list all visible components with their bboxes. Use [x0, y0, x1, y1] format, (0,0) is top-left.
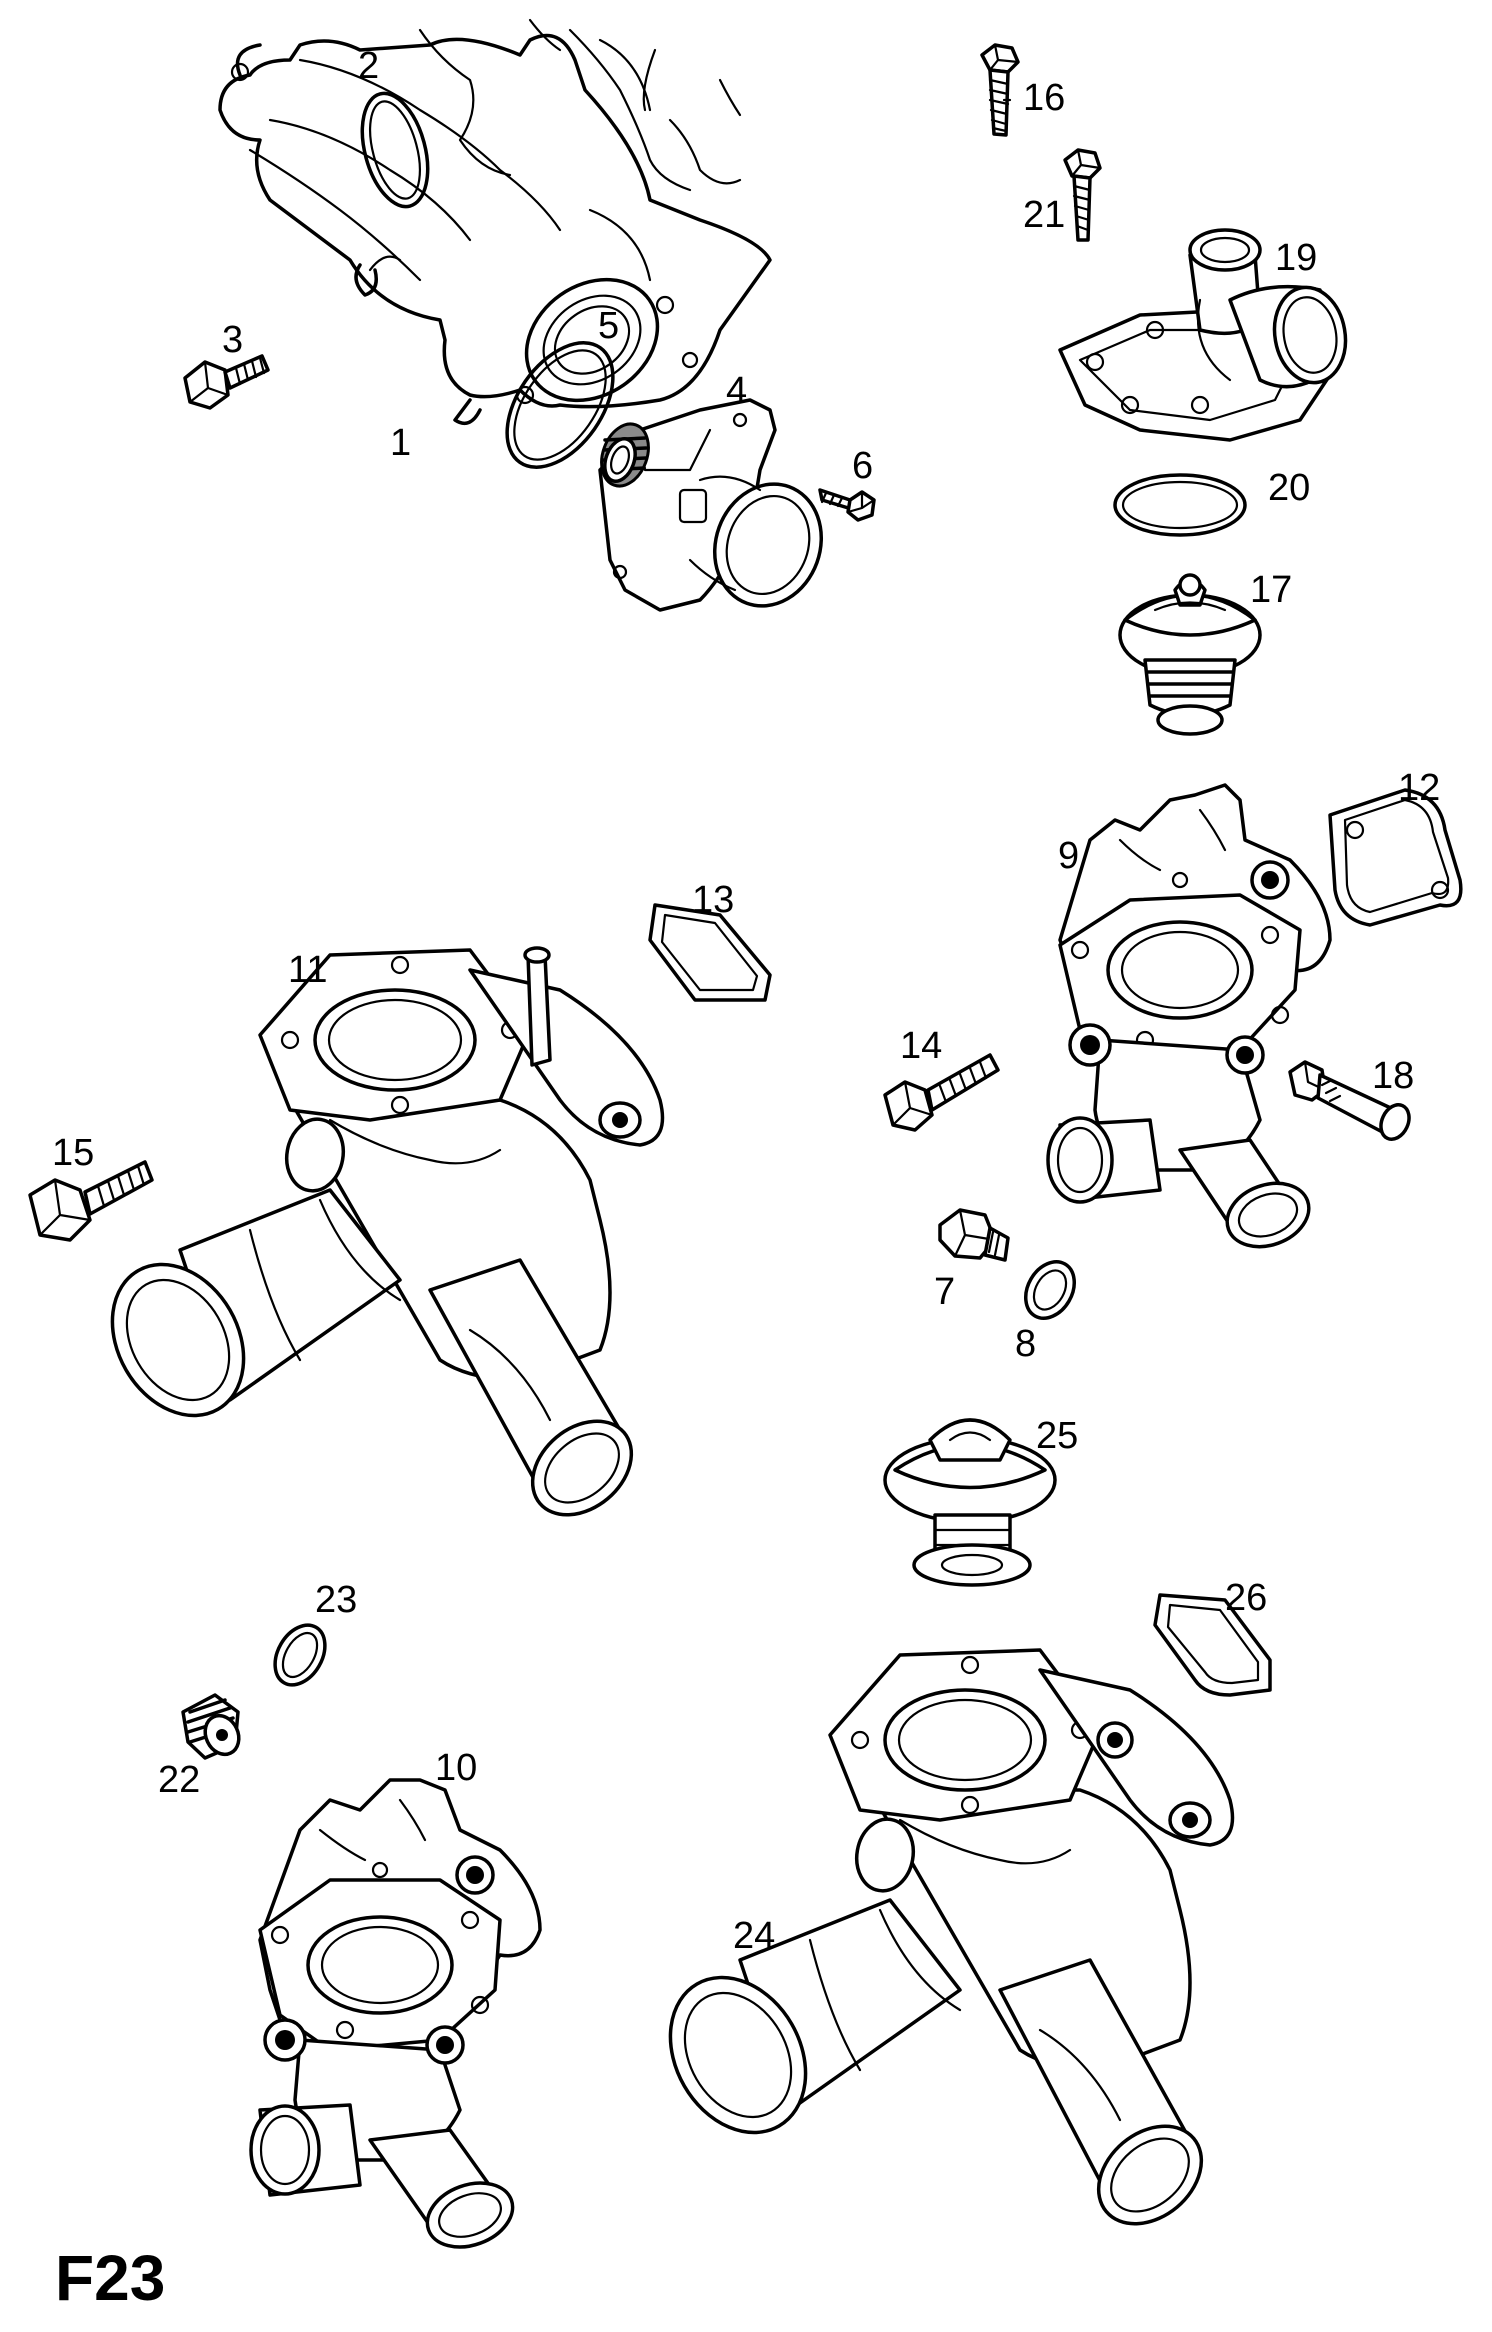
- part-12-gasket: [1328, 788, 1463, 927]
- callout-14: 14: [900, 1025, 942, 1067]
- callout-19: 19: [1275, 237, 1317, 279]
- part-15-bolt: [28, 1160, 154, 1242]
- callout-7: 7: [934, 1271, 955, 1313]
- part-24-thermostat-housing: [668, 1648, 1235, 2226]
- part-10-thermostat-housing: [249, 1778, 542, 2249]
- callout-8: 8: [1015, 1323, 1036, 1365]
- part-7-plug: [938, 1208, 1010, 1262]
- part-1-coolant-housing: [218, 33, 772, 426]
- engine-block-outline: [418, 18, 742, 192]
- callout-1: 1: [390, 422, 411, 464]
- callout-4: 4: [726, 370, 747, 412]
- part-8-washer: [1024, 1260, 1076, 1320]
- callout-16: 16: [1023, 77, 1065, 119]
- callout-10: 10: [435, 1747, 477, 1789]
- callout-21: 21: [1023, 194, 1065, 236]
- callout-13: 13: [692, 879, 734, 921]
- part-13-gasket: [648, 903, 772, 1002]
- part-17-thermostat: [1118, 573, 1262, 736]
- part-20-o-ring: [1113, 473, 1247, 537]
- part-2-o-ring: [360, 91, 430, 209]
- part-25-thermostat: [883, 1418, 1057, 1587]
- part-11-thermostat-housing: [110, 946, 665, 1517]
- callout-9: 9: [1058, 835, 1079, 877]
- callout-5: 5: [598, 305, 619, 347]
- figure-code: F23: [55, 2242, 165, 2314]
- callout-15: 15: [52, 1132, 94, 1174]
- part-26-gasket: [1153, 1593, 1272, 1697]
- part-22-threaded-plug: [181, 1693, 241, 1760]
- part-18-plug: [1288, 1060, 1411, 1141]
- part-4-thermostat-housing: [598, 398, 824, 612]
- part-19-outlet-cover: [1058, 228, 1348, 442]
- callout-6: 6: [852, 445, 873, 487]
- callout-17: 17: [1250, 569, 1292, 611]
- callout-11: 11: [288, 949, 327, 991]
- part-23-washer: [273, 1623, 327, 1687]
- callout-26: 26: [1225, 1577, 1267, 1619]
- callout-12: 12: [1398, 767, 1440, 809]
- callout-23: 23: [315, 1579, 357, 1621]
- callout-labels: 1 2 3 4 5 6 7 8 9 10 11 12 13 14 15 16 1…: [52, 45, 1440, 1957]
- part-21-bolt: [1063, 148, 1102, 242]
- callout-22: 22: [158, 1759, 200, 1801]
- part-3-bolt: [183, 354, 270, 410]
- part-5-o-ring: [505, 341, 615, 469]
- part-14-bolt: [883, 1053, 1000, 1132]
- part-6-bolt: [818, 488, 876, 522]
- callout-18: 18: [1372, 1055, 1414, 1097]
- callout-20: 20: [1268, 467, 1310, 509]
- part-16-bolt: [980, 43, 1020, 137]
- callout-3: 3: [222, 319, 243, 361]
- callout-25: 25: [1036, 1415, 1078, 1457]
- callout-2: 2: [358, 45, 379, 87]
- callout-24: 24: [733, 1915, 775, 1957]
- part-9-thermostat-housing: [1046, 783, 1332, 1249]
